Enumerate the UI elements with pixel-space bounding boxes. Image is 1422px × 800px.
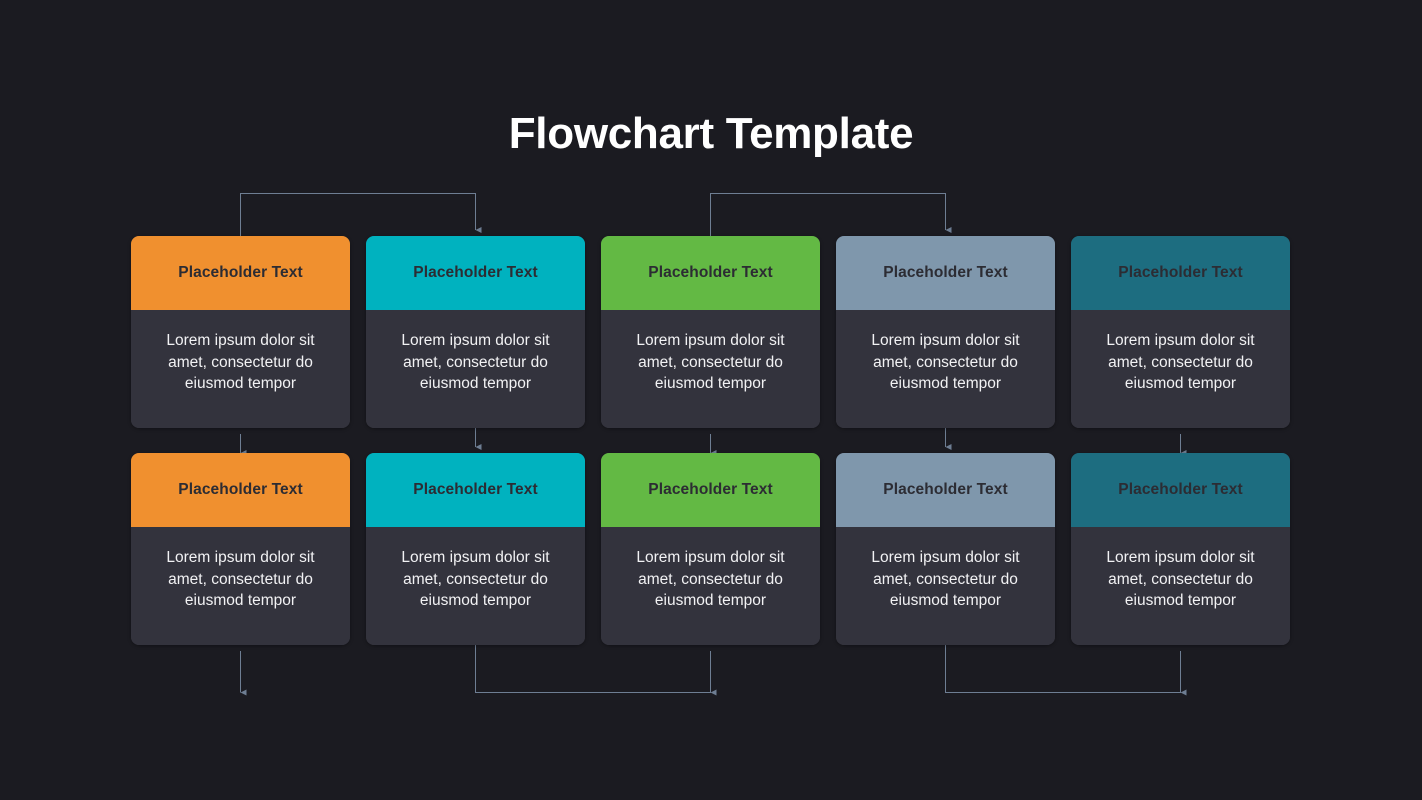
page-title: Flowchart Template — [508, 109, 914, 158]
card-top-5-header: Placeholder Text — [1071, 236, 1290, 310]
card-top-5[interactable]: Placeholder Text Lorem ipsum dolor sit a… — [1071, 236, 1290, 428]
card-bottom-1-body: Lorem ipsum dolor sit amet, consectetur … — [131, 527, 350, 645]
card-bottom-3-body: Lorem ipsum dolor sit amet, consectetur … — [601, 527, 820, 645]
card-bottom-5-header: Placeholder Text — [1071, 453, 1290, 527]
card-bottom-2-body: Lorem ipsum dolor sit amet, consectetur … — [366, 527, 585, 645]
card-top-3-body-text: Lorem ipsum dolor sit amet, consectetur … — [636, 332, 785, 392]
card-bottom-4-header: Placeholder Text — [836, 453, 1055, 527]
card-top-1-body-text: Lorem ipsum dolor sit amet, consectetur … — [166, 332, 315, 392]
connector-top-bracket-col3-col4 — [709, 192, 952, 236]
card-top-4-header: Placeholder Text — [836, 236, 1055, 310]
card-bottom-3-header: Placeholder Text — [601, 453, 820, 527]
card-top-5-body-text: Lorem ipsum dolor sit amet, consectetur … — [1106, 332, 1255, 392]
card-top-1[interactable]: Placeholder Text Lorem ipsum dolor sit a… — [131, 236, 350, 428]
card-bottom-5[interactable]: Placeholder Text Lorem ipsum dolor sit a… — [1071, 453, 1290, 645]
card-top-2[interactable]: Placeholder Text Lorem ipsum dolor sit a… — [366, 236, 585, 428]
top-row: Placeholder Text Lorem ipsum dolor sit a… — [131, 236, 1291, 428]
card-bottom-4[interactable]: Placeholder Text Lorem ipsum dolor sit a… — [836, 453, 1055, 645]
card-top-4[interactable]: Placeholder Text Lorem ipsum dolor sit a… — [836, 236, 1055, 428]
card-bottom-4-body-text: Lorem ipsum dolor sit amet, consectetur … — [871, 549, 1020, 609]
bottom-row: Placeholder Text Lorem ipsum dolor sit a… — [131, 453, 1291, 645]
card-bottom-1-header: Placeholder Text — [131, 453, 350, 527]
card-top-2-header: Placeholder Text — [366, 236, 585, 310]
connector-bottom-bracket-col2-col3 — [474, 645, 712, 694]
card-bottom-2-header: Placeholder Text — [366, 453, 585, 527]
card-top-3-header: Placeholder Text — [601, 236, 820, 310]
card-bottom-3[interactable]: Placeholder Text Lorem ipsum dolor sit a… — [601, 453, 820, 645]
card-bottom-1[interactable]: Placeholder Text Lorem ipsum dolor sit a… — [131, 453, 350, 645]
card-bottom-4-body: Lorem ipsum dolor sit amet, consectetur … — [836, 527, 1055, 645]
connector-bottom-bracket-col4-col5 — [944, 645, 1182, 694]
card-bottom-1-body-text: Lorem ipsum dolor sit amet, consectetur … — [166, 549, 315, 609]
card-bottom-2[interactable]: Placeholder Text Lorem ipsum dolor sit a… — [366, 453, 585, 645]
connector-top-bracket-col1-col2 — [239, 192, 482, 236]
card-top-1-body: Lorem ipsum dolor sit amet, consectetur … — [131, 310, 350, 428]
card-top-3-body: Lorem ipsum dolor sit amet, consectetur … — [601, 310, 820, 428]
card-top-4-body-text: Lorem ipsum dolor sit amet, consectetur … — [871, 332, 1020, 392]
card-top-5-body: Lorem ipsum dolor sit amet, consectetur … — [1071, 310, 1290, 428]
card-bottom-5-body: Lorem ipsum dolor sit amet, consectetur … — [1071, 527, 1290, 645]
card-top-2-body: Lorem ipsum dolor sit amet, consectetur … — [366, 310, 585, 428]
card-top-4-body: Lorem ipsum dolor sit amet, consectetur … — [836, 310, 1055, 428]
card-bottom-2-body-text: Lorem ipsum dolor sit amet, consectetur … — [401, 549, 550, 609]
card-top-1-header: Placeholder Text — [131, 236, 350, 310]
card-top-3[interactable]: Placeholder Text Lorem ipsum dolor sit a… — [601, 236, 820, 428]
card-top-2-body-text: Lorem ipsum dolor sit amet, consectetur … — [401, 332, 550, 392]
card-bottom-3-body-text: Lorem ipsum dolor sit amet, consectetur … — [636, 549, 785, 609]
card-bottom-5-body-text: Lorem ipsum dolor sit amet, consectetur … — [1106, 549, 1255, 609]
